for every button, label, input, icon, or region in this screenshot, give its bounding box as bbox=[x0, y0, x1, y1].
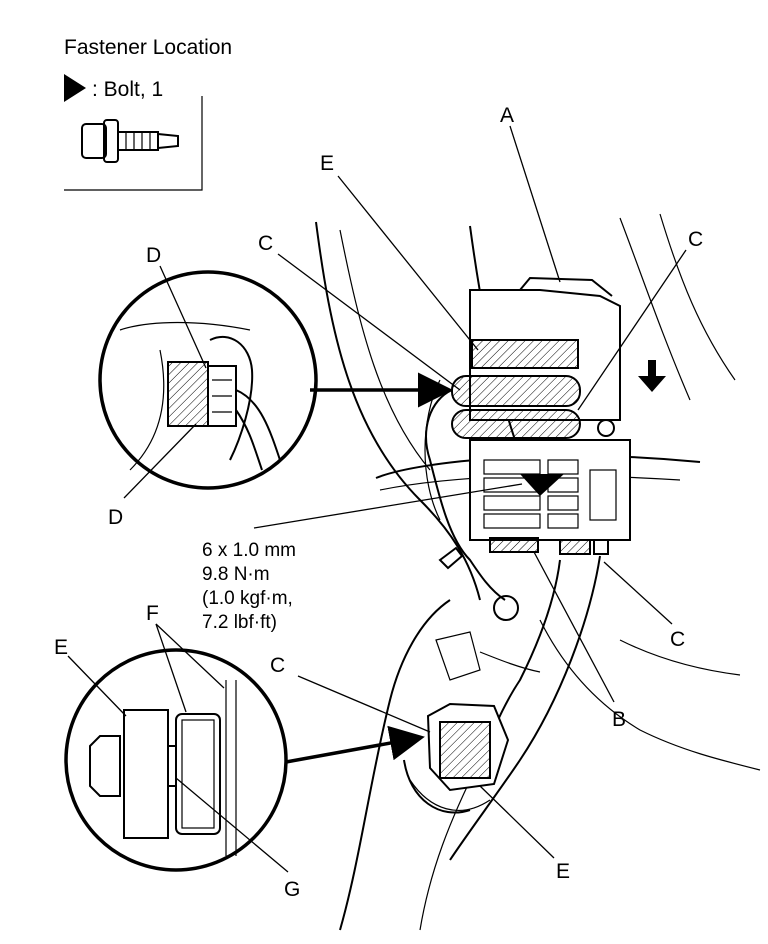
legend-title: Fastener Location bbox=[64, 36, 232, 59]
legend-frame bbox=[64, 96, 203, 191]
direction-arrow-icon bbox=[638, 360, 666, 392]
connector-b bbox=[489, 537, 539, 553]
torque-spec: 6 x 1.0 mm 9.8 N·m (1.0 kgf·m, 7.2 lbf·f… bbox=[202, 540, 296, 633]
fuse-box bbox=[451, 276, 666, 555]
callout-labels: A E C C D D C B C E E F G bbox=[54, 104, 703, 901]
spec-line-4: 7.2 lbf·ft) bbox=[202, 612, 277, 633]
callout-c-right: C bbox=[688, 228, 703, 251]
callout-a: A bbox=[500, 104, 514, 127]
fastener-legend: Fastener Location : Bolt, 1 bbox=[64, 36, 232, 191]
connector-c-lower bbox=[451, 409, 581, 439]
spec-line-1: 6 x 1.0 mm bbox=[202, 540, 296, 561]
callout-g: G bbox=[284, 878, 300, 901]
callout-c-lower-left: C bbox=[270, 654, 285, 677]
callout-b: B bbox=[612, 708, 626, 731]
bolt-location-triangle-icon bbox=[520, 474, 564, 496]
callout-c-lower-right: C bbox=[670, 628, 685, 651]
callout-e-top: E bbox=[320, 152, 334, 175]
callout-d-bottom: D bbox=[108, 506, 123, 529]
callout-leaders bbox=[67, 125, 687, 873]
callout-f: F bbox=[146, 602, 159, 625]
connector-e-top bbox=[471, 339, 579, 369]
callout-d-top: D bbox=[146, 244, 161, 267]
detail-circle-efg bbox=[64, 648, 288, 872]
triangle-pointer-icon bbox=[64, 74, 86, 102]
fuse-block bbox=[469, 439, 631, 541]
connector-c-middle bbox=[451, 375, 581, 407]
bolt-icon bbox=[81, 119, 179, 163]
spec-line-2: 9.8 N·m bbox=[202, 564, 270, 585]
callout-c-left: C bbox=[258, 232, 273, 255]
legend-bolt-text: : Bolt, 1 bbox=[92, 78, 163, 101]
callout-e-detail: E bbox=[54, 636, 68, 659]
detail-circle-d bbox=[98, 270, 318, 490]
callout-e-bottom: E bbox=[556, 860, 570, 883]
lower-connector bbox=[403, 702, 510, 814]
spec-line-3: (1.0 kgf·m, bbox=[202, 588, 293, 609]
